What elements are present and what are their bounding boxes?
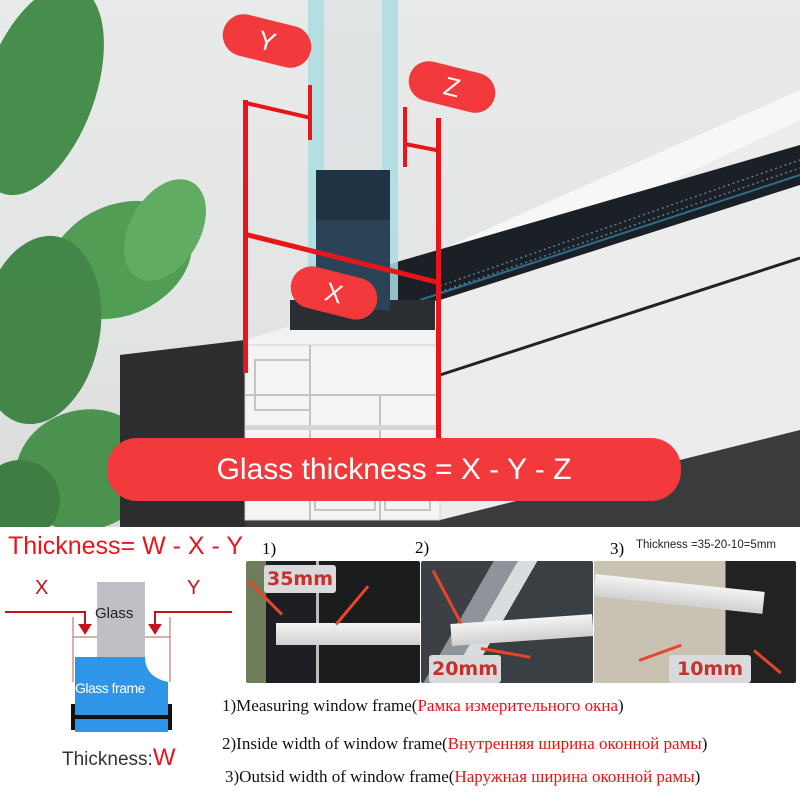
schematic-diagram: X Y G	[0, 572, 240, 802]
photo-outside-width: 10mm	[594, 561, 796, 683]
thickness-calculation-note: Thickness =35-20-10=5mm	[636, 539, 776, 551]
thickness-w-label: Thickness:W	[62, 744, 176, 771]
tape-measure	[276, 623, 420, 645]
arrow-icon	[334, 585, 370, 626]
arrow-icon	[753, 649, 782, 675]
tape-measure	[594, 574, 765, 614]
caption-step-3: 3)Outsid width of window frame(Наружная …	[225, 767, 701, 786]
caption-step-1: 1)Measuring window frame(Рамка измерител…	[222, 696, 624, 715]
window-profile-illustration: Y Z X Glass thickness = X - Y - Z	[0, 0, 800, 527]
plant-leaves	[0, 0, 206, 527]
step-2-number: 2)	[415, 538, 430, 557]
thickness-formula: Thickness= W - X - Y	[8, 532, 244, 560]
measurement-10mm: 10mm	[669, 655, 751, 683]
measurement-20mm: 20mm	[429, 655, 501, 683]
arrow-x-label: X	[35, 577, 49, 599]
y-right-tick	[308, 85, 312, 140]
glass-frame-label: Glass frame	[75, 680, 145, 696]
tape-measure	[450, 614, 593, 646]
z-left-tick	[403, 107, 407, 167]
measurement-35mm: 35mm	[264, 565, 336, 593]
photo-inside-width: 20mm	[421, 561, 593, 683]
caption-step-2: 2)Inside width of window frame(Внутрення…	[222, 734, 708, 753]
arrow-y-label: Y	[187, 577, 201, 599]
step-3-number: 3)	[610, 539, 625, 558]
glass-frame-schematic	[5, 582, 232, 732]
measurement-instructions: Thickness= W - X - Y X Y	[0, 527, 800, 800]
glass-thickness-formula-banner: Glass thickness = X - Y - Z	[107, 438, 681, 501]
step-1-number: 1)	[262, 539, 277, 558]
arrow-icon	[431, 569, 463, 625]
glass-label: Glass	[95, 605, 134, 622]
photo-measuring-frame: 35mm	[246, 561, 420, 683]
